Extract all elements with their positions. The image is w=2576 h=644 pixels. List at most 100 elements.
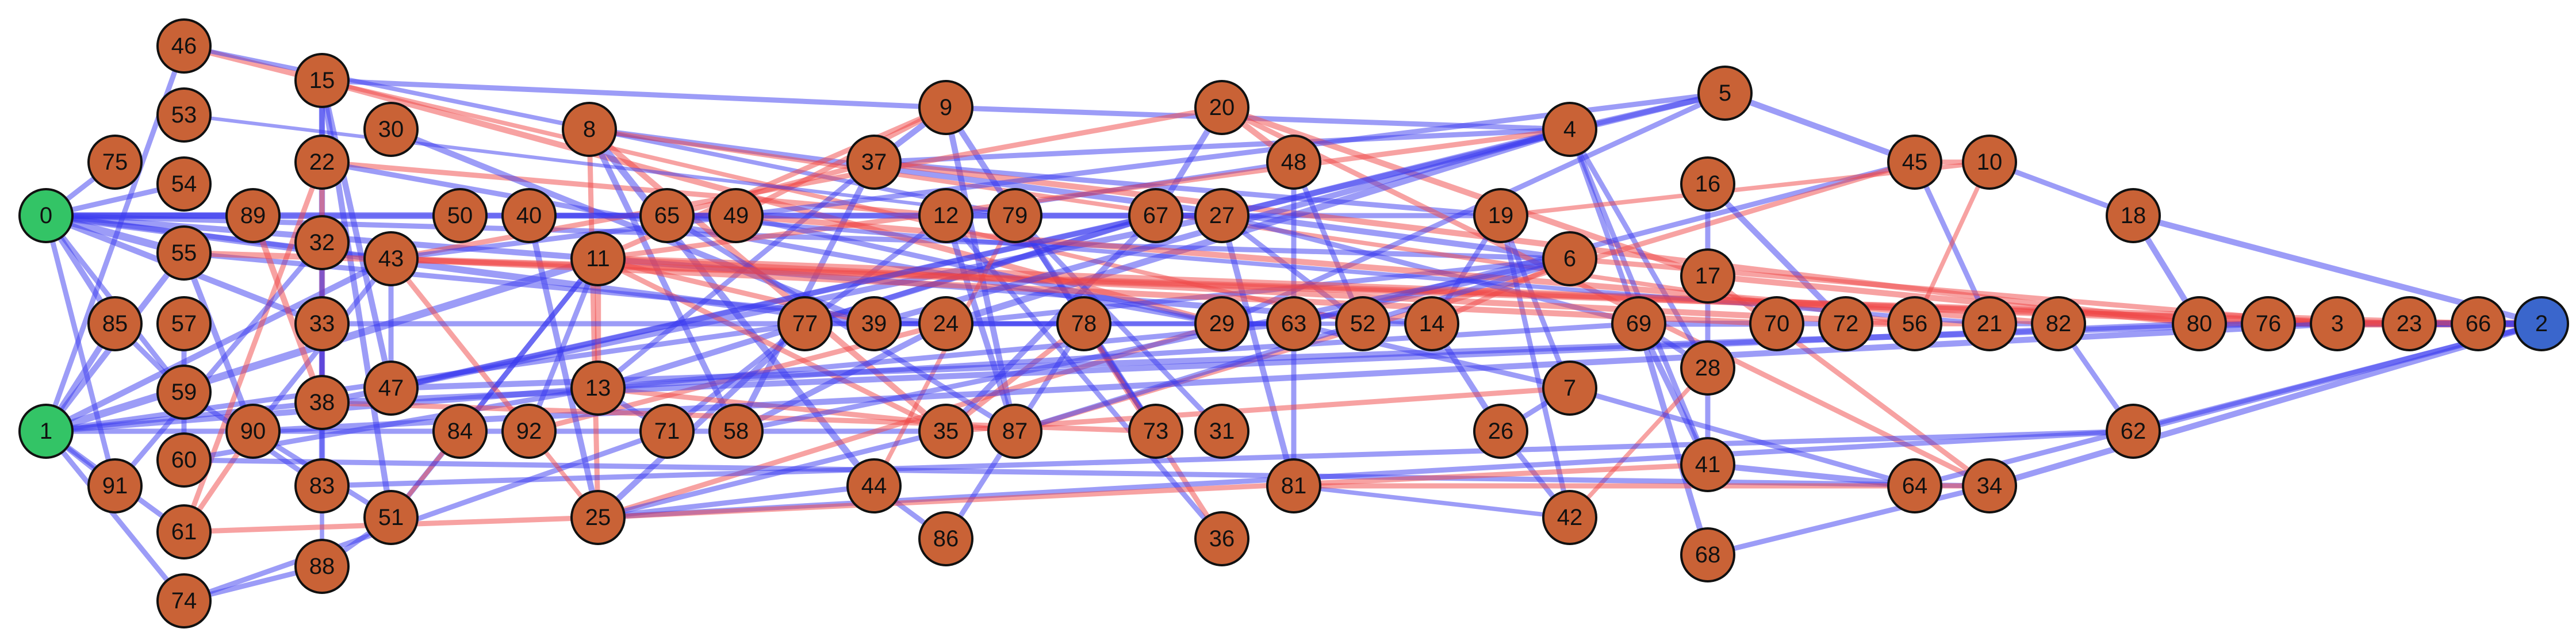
node-65: 65 bbox=[639, 188, 695, 243]
node-56: 56 bbox=[1887, 296, 1942, 351]
node-label: 11 bbox=[586, 246, 610, 271]
node-59: 59 bbox=[156, 365, 212, 420]
node-label: 0 bbox=[40, 203, 52, 228]
node-label: 72 bbox=[1833, 311, 1859, 336]
node-label: 25 bbox=[585, 505, 611, 530]
edge-15-9 bbox=[319, 78, 949, 110]
node-35: 35 bbox=[918, 404, 973, 459]
node-0: 0 bbox=[18, 188, 74, 243]
node-circle bbox=[2172, 296, 2227, 351]
node-circle bbox=[294, 215, 350, 270]
node-55: 55 bbox=[156, 225, 212, 281]
node-44: 44 bbox=[846, 458, 902, 513]
node-circle bbox=[1697, 66, 1753, 121]
node-91: 91 bbox=[87, 458, 143, 513]
node-circle bbox=[363, 490, 419, 545]
node-7: 7 bbox=[1542, 361, 1597, 416]
node-circle bbox=[363, 102, 419, 157]
node-58: 58 bbox=[708, 404, 764, 459]
node-circle bbox=[2514, 296, 2569, 351]
node-29: 29 bbox=[1194, 296, 1249, 351]
node-28: 28 bbox=[1680, 340, 1735, 396]
node-label: 50 bbox=[447, 203, 473, 228]
node-25: 25 bbox=[570, 490, 626, 545]
node-circle bbox=[156, 156, 212, 212]
node-circle bbox=[156, 573, 212, 628]
node-label: 90 bbox=[240, 419, 266, 444]
node-88: 88 bbox=[294, 539, 350, 594]
node-label: 35 bbox=[933, 419, 959, 444]
edge-37-4 bbox=[871, 126, 1573, 165]
node-label: 45 bbox=[1902, 150, 1928, 175]
node-84: 84 bbox=[432, 404, 488, 459]
node-circle bbox=[501, 404, 557, 459]
node-54: 54 bbox=[156, 156, 212, 212]
node-label: 3 bbox=[2331, 311, 2344, 336]
node-circle bbox=[1194, 404, 1249, 459]
node-circle bbox=[294, 296, 350, 351]
node-label: 22 bbox=[309, 150, 335, 175]
node-67: 67 bbox=[1128, 188, 1183, 243]
edge-0-91 bbox=[43, 213, 118, 489]
node-circle bbox=[1611, 296, 1666, 351]
node-2: 2 bbox=[2514, 296, 2569, 351]
node-40: 40 bbox=[501, 188, 557, 243]
node-circle bbox=[1818, 296, 1873, 351]
node-label: 1 bbox=[40, 419, 52, 444]
node-89: 89 bbox=[225, 188, 281, 243]
edge-25-41 bbox=[595, 462, 1711, 520]
node-72: 72 bbox=[1818, 296, 1873, 351]
node-label: 38 bbox=[309, 390, 335, 415]
node-11: 11 bbox=[570, 231, 626, 286]
node-83: 83 bbox=[294, 458, 350, 513]
node-circle bbox=[639, 404, 695, 459]
edge-68-34 bbox=[1705, 483, 1992, 558]
node-17: 17 bbox=[1680, 248, 1735, 304]
node-label: 18 bbox=[2121, 203, 2146, 228]
node-label: 41 bbox=[1695, 452, 1721, 477]
node-label: 86 bbox=[933, 526, 959, 551]
node-circle bbox=[708, 404, 764, 459]
node-label: 6 bbox=[1563, 246, 1576, 271]
node-15: 15 bbox=[294, 53, 350, 108]
node-circle bbox=[87, 135, 143, 190]
node-33: 33 bbox=[294, 296, 350, 351]
edge-77-25 bbox=[595, 320, 808, 521]
node-label: 88 bbox=[309, 554, 335, 579]
node-label: 59 bbox=[171, 379, 197, 405]
node-68: 68 bbox=[1680, 527, 1735, 582]
node-16: 16 bbox=[1680, 156, 1735, 212]
node-label: 14 bbox=[1419, 311, 1445, 336]
node-39: 39 bbox=[846, 296, 902, 351]
node-31: 31 bbox=[1194, 404, 1249, 459]
node-69: 69 bbox=[1611, 296, 1666, 351]
node-label: 28 bbox=[1695, 355, 1721, 381]
node-22: 22 bbox=[294, 135, 350, 190]
node-circle bbox=[156, 87, 212, 143]
node-circle bbox=[846, 458, 902, 513]
node-label: 67 bbox=[1143, 203, 1169, 228]
node-circle bbox=[156, 18, 212, 74]
node-85: 85 bbox=[87, 296, 143, 351]
node-circle bbox=[639, 188, 695, 243]
node-label: 64 bbox=[1902, 473, 1928, 499]
node-label: 81 bbox=[1281, 473, 1307, 499]
node-label: 73 bbox=[1143, 419, 1169, 444]
node-circle bbox=[1194, 296, 1249, 351]
node-circle bbox=[1542, 231, 1597, 286]
node-circle bbox=[1680, 527, 1735, 582]
node-circle bbox=[363, 231, 419, 286]
node-6: 6 bbox=[1542, 231, 1597, 286]
node-circle bbox=[1473, 188, 1528, 243]
node-circle bbox=[1887, 296, 1942, 351]
node-60: 60 bbox=[156, 432, 212, 488]
node-circle bbox=[363, 361, 419, 416]
node-76: 76 bbox=[2241, 296, 2296, 351]
edge-1-74 bbox=[43, 428, 187, 604]
edge-4-28 bbox=[1567, 126, 1711, 371]
node-circle bbox=[501, 188, 557, 243]
node-79: 79 bbox=[987, 188, 1042, 243]
node-circle bbox=[1128, 188, 1183, 243]
node-circle bbox=[1335, 296, 1390, 351]
node-45: 45 bbox=[1887, 135, 1942, 190]
